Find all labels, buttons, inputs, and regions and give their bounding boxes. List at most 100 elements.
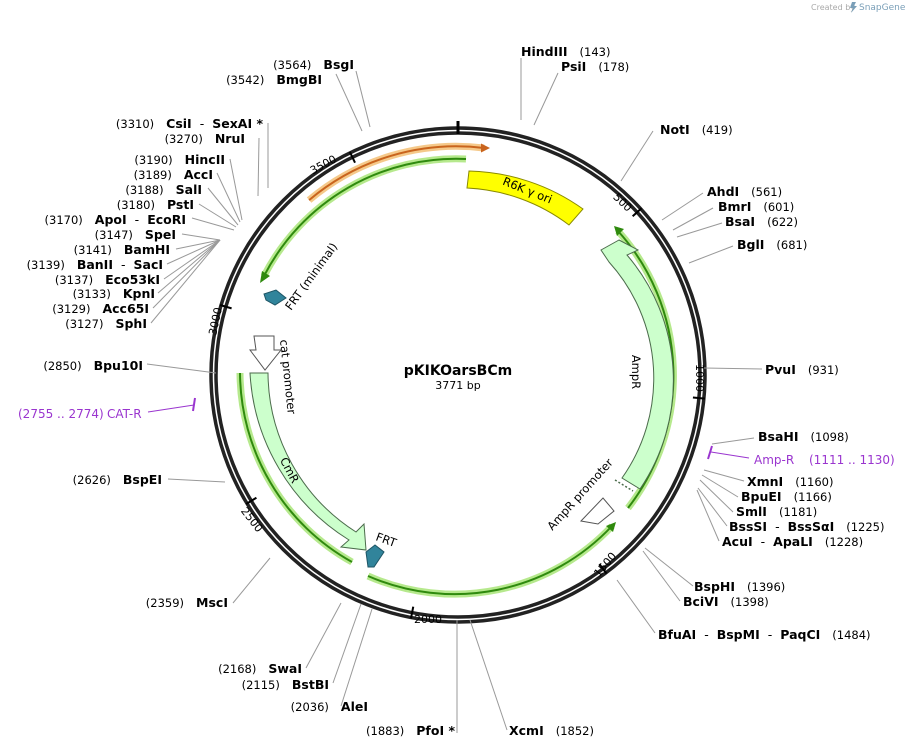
enzyme-name-alt: BssSαI xyxy=(788,519,835,534)
tick-mark xyxy=(348,151,356,164)
tick-mark xyxy=(245,496,257,505)
enzyme-site: (3270)NruI xyxy=(165,131,245,146)
enzyme-name-alt: EcoRI xyxy=(147,212,186,227)
enzyme-position: (1883) xyxy=(366,724,404,738)
enzyme-site: (3141) BamHI xyxy=(74,242,170,257)
enzyme-site: AcuI-ApaLI(1228) xyxy=(722,534,863,549)
enzyme-position: (3141) xyxy=(74,243,112,257)
enzyme-site: BmrI (601) xyxy=(718,199,794,214)
primer-amp-r-name: Amp-R xyxy=(754,453,794,467)
enzyme-separator: - xyxy=(135,212,140,227)
enzyme-site: XcmI(1852) xyxy=(509,723,594,738)
enzyme-position: (3190) xyxy=(134,153,172,167)
enzyme-name: BsgI xyxy=(323,57,354,72)
enzyme-site: (3129) Acc65I xyxy=(52,301,149,316)
bottom-orf-arc xyxy=(366,522,616,598)
enzyme-site: (3180)PstI xyxy=(117,197,194,212)
enzyme-name: HincII xyxy=(185,152,225,167)
enzyme-name: BsaHI xyxy=(758,429,799,444)
enzyme-name: BspHI xyxy=(694,579,735,594)
enzyme-name: PstI xyxy=(167,197,194,212)
enzyme-site: (2359)MscI xyxy=(146,595,228,610)
enzyme-site: (3190) HincII xyxy=(134,152,225,167)
enzyme-position: (1166) xyxy=(794,490,832,504)
enzyme-name: KpnI xyxy=(123,286,155,301)
enzyme-position: (622) xyxy=(767,215,798,229)
credit-prefix: Created by xyxy=(811,3,855,12)
enzyme-position: (1225) xyxy=(846,520,884,534)
enzyme-site: (3147)SpeI xyxy=(95,227,176,242)
enzyme-site: (2115) BstBI xyxy=(242,677,329,692)
enzyme-site: (2850)Bpu10I xyxy=(43,358,143,373)
enzyme-name: SphI xyxy=(115,316,147,331)
enzyme-name: PsiI xyxy=(561,59,586,74)
enzyme-name: XmnI xyxy=(747,474,783,489)
enzyme-position: (1160) xyxy=(795,475,833,489)
enzyme-name: AcuI xyxy=(722,534,753,549)
enzyme-position: (2036) xyxy=(291,700,329,714)
enzyme-name: BamHI xyxy=(124,242,170,257)
ampr-promoter-feature: AmpR promoter xyxy=(544,455,616,532)
enzyme-name: NotI xyxy=(660,122,690,137)
enzyme-name: SmlI xyxy=(736,504,767,519)
enzyme-separator: - xyxy=(704,627,709,642)
enzyme-name: PvuI xyxy=(765,362,796,377)
enzyme-separator: - xyxy=(121,257,126,272)
enzyme-site: BsaI (622) xyxy=(725,214,798,229)
enzyme-position: (3133) xyxy=(73,287,111,301)
r6k-ori-feature: R6K γ ori xyxy=(466,170,584,226)
enzyme-site: (3137)Eco53kI xyxy=(55,272,160,287)
enzyme-position: (3170) xyxy=(45,213,83,227)
enzyme-site: PsiI (178) xyxy=(561,59,629,74)
enzyme-name: BmrI xyxy=(718,199,751,214)
enzyme-name-alt: SexAI * xyxy=(212,116,263,131)
enzyme-name: BfuAI xyxy=(658,627,696,642)
enzyme-name: BsaI xyxy=(725,214,755,229)
enzyme-site: PvuI(931) xyxy=(765,362,839,377)
enzyme-position: (3129) xyxy=(52,302,90,316)
enzyme-position: (2115) xyxy=(242,678,280,692)
enzyme-position: (3188) xyxy=(125,183,163,197)
tick-mark xyxy=(409,606,415,619)
tick-label: 3000 xyxy=(206,306,225,336)
enzyme-site: HindIII(143) xyxy=(521,44,610,59)
enzyme-name: AhdI xyxy=(707,184,739,199)
enzyme-site: (2036)AleI xyxy=(291,699,368,714)
enzyme-site: BssSI-BssSαI(1225) xyxy=(729,519,884,534)
enzyme-name: BanII xyxy=(77,257,113,272)
enzyme-name: BstBI xyxy=(292,677,329,692)
tick-label: 2000 xyxy=(414,613,442,626)
enzyme-position: (178) xyxy=(598,60,629,74)
enzyme-name: HindIII xyxy=(521,44,568,59)
enzyme-leader-lines xyxy=(146,58,763,733)
enzyme-site: (3189)AccI xyxy=(134,167,213,182)
primer-cat-r-name: CAT-R xyxy=(107,407,142,421)
enzyme-position: (1852) xyxy=(556,724,594,738)
enzyme-position: (2359) xyxy=(146,596,184,610)
enzyme-site: (3310)CsiI-SexAI * xyxy=(116,116,264,131)
enzyme-name: SalI xyxy=(176,182,202,197)
enzyme-labels: HindIII(143)PsiI(178)NotI(419)AhdI(561)B… xyxy=(27,44,885,738)
orange-orf-arc xyxy=(306,142,490,203)
enzyme-site: BsaHI(1098) xyxy=(758,429,849,444)
enzyme-name: AccI xyxy=(184,167,213,182)
plasmid-name: pKIKOarsBCm xyxy=(404,363,512,379)
tick-mark xyxy=(219,304,232,310)
primer-amp-r: Amp-R (1111 .. 1130) xyxy=(707,445,895,467)
enzyme-site: (3542)BmgBI xyxy=(226,72,322,87)
frt-minimal-label: FRT (minimal) xyxy=(282,240,340,313)
enzyme-separator: - xyxy=(761,534,766,549)
enzyme-position: (3137) xyxy=(55,273,93,287)
cmr-orf-arc xyxy=(236,372,354,566)
enzyme-site: BglI(681) xyxy=(737,237,807,252)
enzyme-position: (601) xyxy=(763,200,794,214)
primer-amp-r-range: (1111 .. 1130) xyxy=(809,453,895,467)
enzyme-site: (3188) SalI xyxy=(125,182,202,197)
enzyme-name: BpuEI xyxy=(741,489,782,504)
primer-cat-r-range: (2755 .. 2774) xyxy=(18,407,104,421)
frt-minimal-orf-arc xyxy=(260,155,467,283)
enzyme-name: Acc65I xyxy=(102,301,149,316)
snapgene-logo-icon xyxy=(850,2,857,13)
enzyme-site: (2626)BspEI xyxy=(73,472,162,487)
